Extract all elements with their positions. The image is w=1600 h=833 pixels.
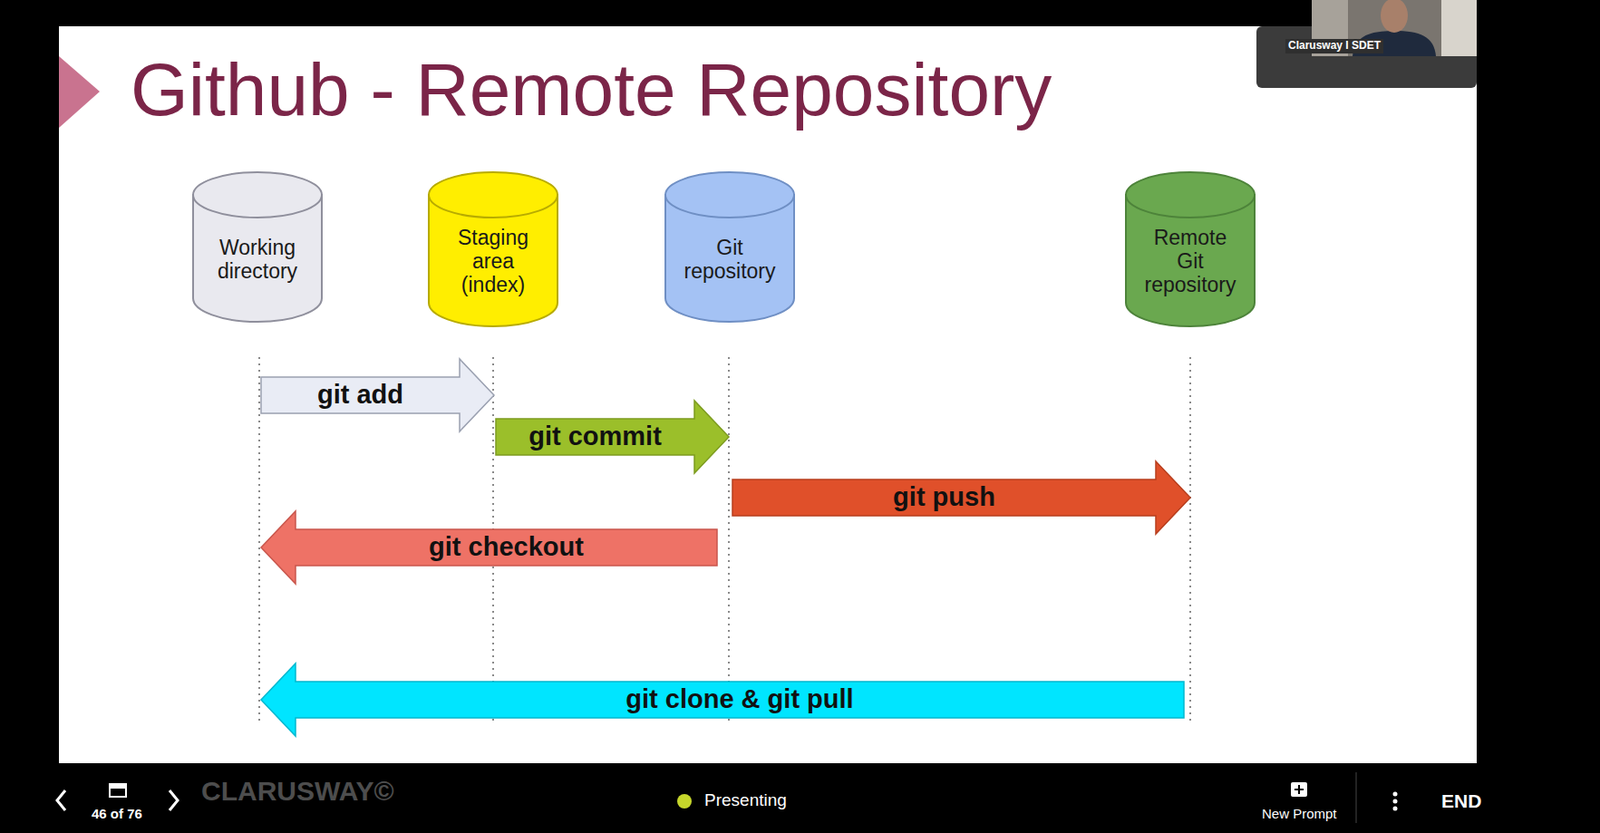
end-button: END <box>1441 790 1482 813</box>
status-dot <box>677 794 692 809</box>
status-text: Presenting <box>704 790 787 811</box>
cylinder-top <box>665 172 795 218</box>
presenter-name: Clarusway I SDET <box>1285 38 1384 54</box>
block-arrow <box>261 358 495 432</box>
cylinder-top <box>193 172 322 218</box>
watermark: CLARUSWAY© <box>201 775 395 808</box>
command-label: git clone & git pull <box>625 685 854 715</box>
slides-icon <box>109 784 127 797</box>
toolbar-divider <box>1356 772 1358 824</box>
toolbar <box>0 763 1600 833</box>
node-label: Staging area (index) <box>444 225 543 297</box>
command-label: git checkout <box>428 533 584 563</box>
block-arrow <box>261 663 1184 737</box>
command-label: git add <box>317 380 404 410</box>
node-label: Git repository <box>680 235 779 283</box>
repository-cylinder: Working directory <box>192 171 323 323</box>
next-icon <box>169 790 178 811</box>
menu-dot <box>1393 806 1398 812</box>
video-image-window <box>1441 0 1477 57</box>
menu-dot <box>1393 792 1398 797</box>
slide-ground <box>58 26 1477 764</box>
title-marker <box>58 56 100 128</box>
slides-icon-bar <box>109 784 127 789</box>
repository-cylinder: Remote Git repository <box>1124 171 1256 328</box>
prev-icon <box>57 790 66 811</box>
prompt-icon <box>1290 782 1308 797</box>
cylinder-top <box>1125 172 1255 218</box>
dotted-guide <box>727 357 730 726</box>
repository-cylinder: Staging area (index) <box>427 171 559 328</box>
command-label: git commit <box>528 422 662 452</box>
button-label: New Prompt <box>1261 805 1338 822</box>
cylinder-top <box>428 172 558 218</box>
block-arrow <box>261 511 718 584</box>
video-person-head <box>1380 0 1408 33</box>
prompt-icon-plus <box>1294 785 1304 795</box>
node-label: Remote Git repository <box>1141 225 1240 297</box>
dotted-guides <box>259 357 1191 726</box>
block-arrow <box>495 400 729 474</box>
block-arrow <box>732 461 1191 534</box>
dotted-guide <box>258 357 261 726</box>
menu-icon <box>1393 792 1398 812</box>
menu-dot <box>1393 799 1398 805</box>
slide-title: Github - Remote Repository <box>130 52 1052 127</box>
repository-cylinder: Git repository <box>664 171 796 323</box>
node-label: Working directory <box>208 235 307 283</box>
slide-counter: 46 of 76 <box>91 805 143 822</box>
command-label: git push <box>892 483 996 513</box>
dotted-guide <box>1189 357 1192 726</box>
